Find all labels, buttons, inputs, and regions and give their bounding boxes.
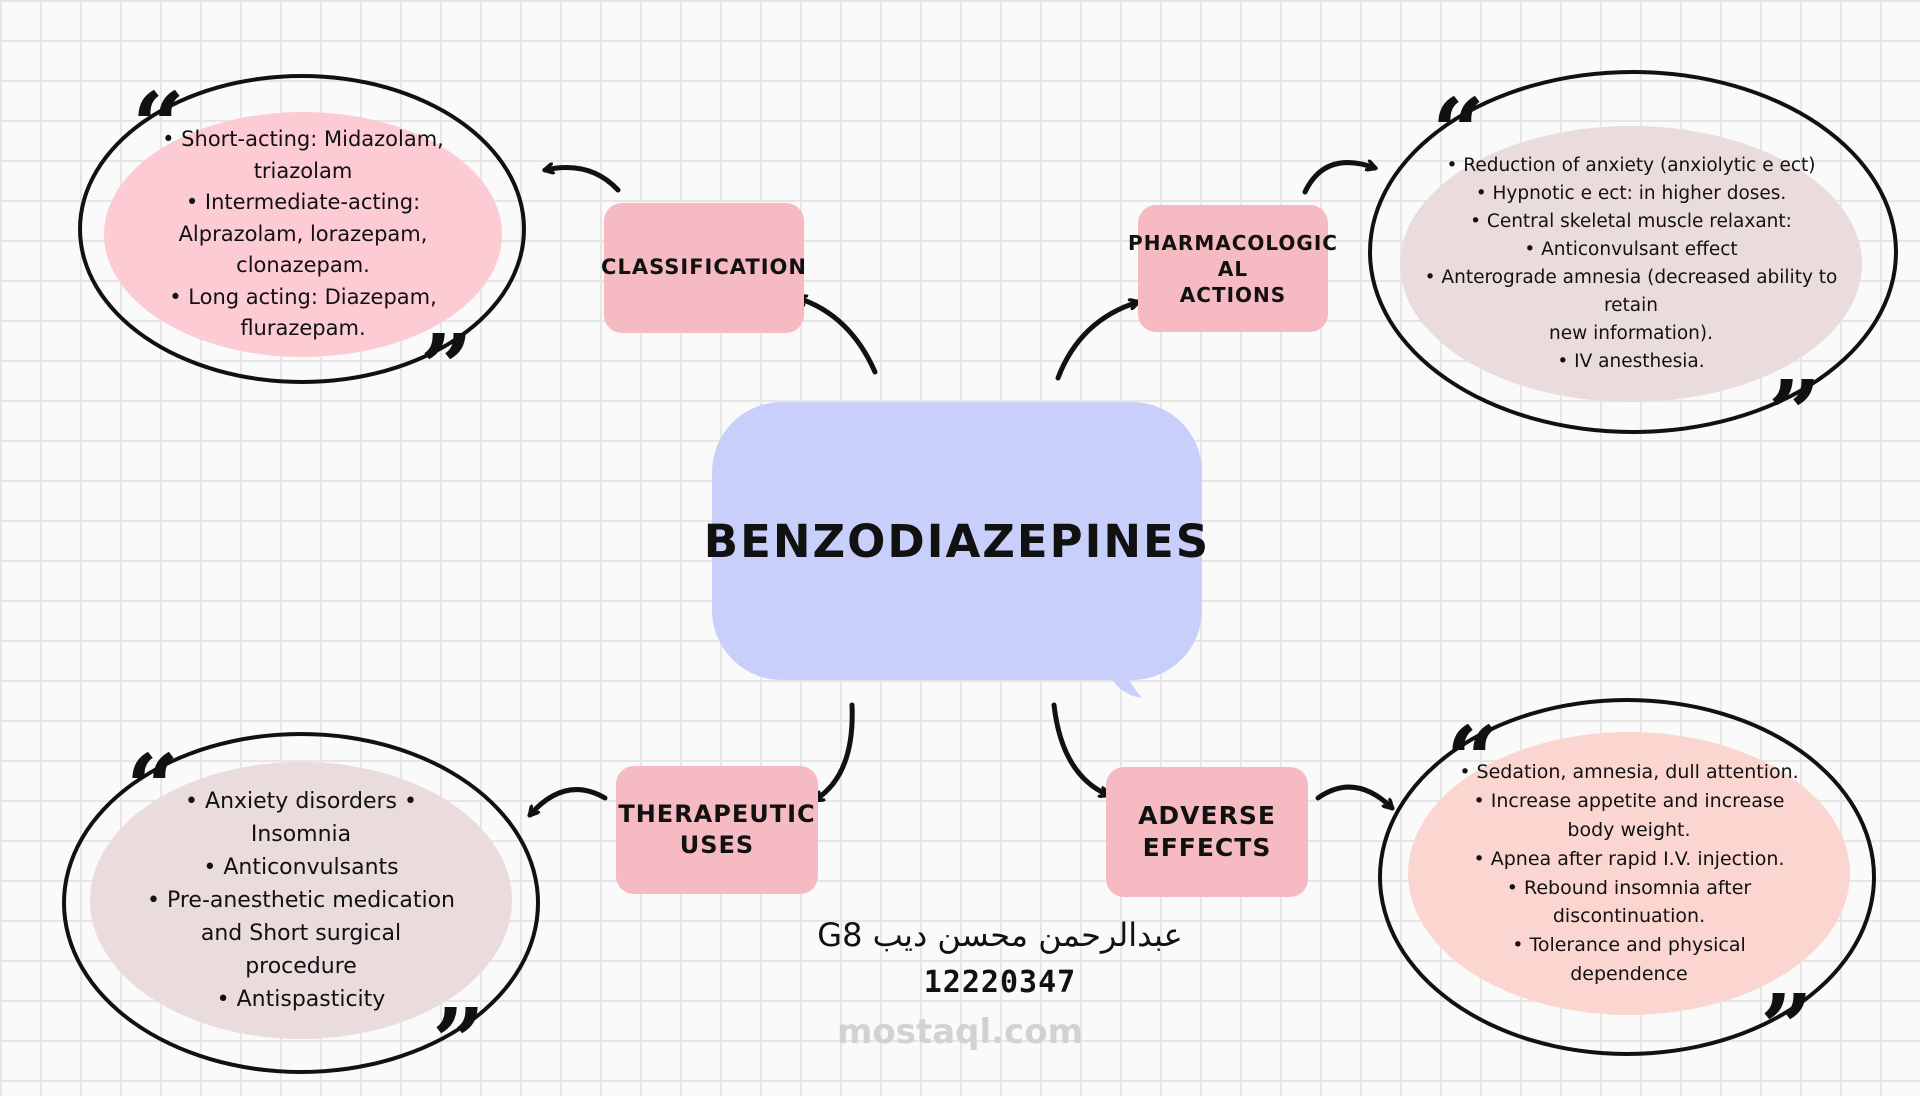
note-item: • Anticonvulsant effect bbox=[1524, 238, 1738, 260]
open-quote-icon: “ bbox=[126, 734, 179, 842]
note-item: • Short-acting: Midazolam, triazolam bbox=[162, 127, 444, 183]
pharmacological-note-ring bbox=[1368, 70, 1898, 434]
note-item: • Anxiety disorders • Insomnia bbox=[185, 789, 417, 847]
therapeutic-note-ring bbox=[62, 732, 540, 1074]
note-item: • IV anesthesia. bbox=[1557, 351, 1705, 373]
note-item: • Central skeletal muscle relaxant: bbox=[1470, 210, 1792, 232]
note-item: • Reduction of anxiety (anxiolytic e ect… bbox=[1446, 154, 1816, 176]
adverse-note-ring bbox=[1378, 698, 1876, 1056]
adverse-note-text: • Sedation, amnesia, dull attention. • I… bbox=[1449, 758, 1809, 989]
classification-note-ring bbox=[78, 74, 526, 384]
adverse-note: • Sedation, amnesia, dull attention. • I… bbox=[1408, 732, 1850, 1015]
note-item: • Increase appetite and increase body we… bbox=[1473, 789, 1785, 841]
topic-pharmacological-actions: PHARMACOLOGIC AL ACTIONS bbox=[1128, 205, 1337, 332]
note-item: • Anticonvulsants bbox=[203, 855, 399, 880]
classification-note-text: • Short-acting: Midazolam, triazolam • I… bbox=[153, 124, 453, 345]
open-quote-icon: “ bbox=[132, 72, 185, 180]
close-quote-icon: ” bbox=[1760, 974, 1813, 1082]
open-quote-icon: “ bbox=[1432, 78, 1485, 186]
topic-classification: CLASSIFICATION bbox=[601, 203, 806, 333]
open-quote-icon: “ bbox=[1446, 706, 1499, 814]
arrow-therapeutic-to-note bbox=[527, 787, 608, 815]
arrow-center-to-pharmacological bbox=[1055, 302, 1138, 381]
watermark: mostaql.com bbox=[836, 1012, 1084, 1052]
arrow-center-to-therapeutic bbox=[815, 702, 855, 803]
note-item: • Long acting: Diazepam, flurazepam. bbox=[169, 284, 437, 341]
center-title: BENZODIAZEPINES bbox=[703, 514, 1211, 568]
close-quote-icon: ” bbox=[420, 314, 473, 422]
arrow-center-to-adverse bbox=[1051, 702, 1108, 795]
therapeutic-note: • Anxiety disorders • Insomnia • Anticon… bbox=[90, 762, 512, 1039]
note-item: • Pre-anesthetic medication and Short su… bbox=[147, 888, 455, 979]
close-quote-icon: ” bbox=[1768, 360, 1821, 468]
arrow-adverse-to-note bbox=[1315, 784, 1395, 811]
note-item: • Rebound insomnia after discontinuation… bbox=[1506, 876, 1752, 928]
note-item: • Anterograde amnesia (decreased ability… bbox=[1424, 267, 1838, 345]
pharmacological-note-text: • Reduction of anxiety (anxiolytic e ect… bbox=[1421, 152, 1841, 377]
close-quote-icon: ” bbox=[432, 988, 485, 1096]
note-item: • Intermediate-acting: Alprazolam, loraz… bbox=[178, 190, 428, 278]
topic-adverse-effects: ADVERSE EFFECTS bbox=[1106, 767, 1308, 897]
arrow-classification-to-note bbox=[545, 168, 621, 193]
note-item: • Tolerance and physical dependence bbox=[1512, 934, 1746, 986]
author-name: عبدالرحمن محسن ديب G8 bbox=[817, 916, 1183, 954]
arrow-center-to-classification bbox=[798, 298, 878, 375]
note-item: • Sedation, amnesia, dull attention. bbox=[1459, 761, 1799, 783]
note-item: • Hypnotic e ect: in higher doses. bbox=[1475, 182, 1787, 204]
center-bubble: BENZODIAZEPINES bbox=[704, 402, 1208, 680]
note-item: • Apnea after rapid I.V. injection. bbox=[1473, 847, 1785, 870]
note-item: • Antispasticity bbox=[216, 987, 386, 1012]
student-id: 12220347 bbox=[923, 965, 1077, 1000]
pharmacological-note: • Reduction of anxiety (anxiolytic e ect… bbox=[1400, 126, 1862, 402]
classification-note: • Short-acting: Midazolam, triazolam • I… bbox=[104, 112, 502, 357]
arrow-pharmacological-to-note bbox=[1302, 163, 1375, 195]
topic-therapeutic-uses: THERAPEUTIC USES bbox=[616, 766, 818, 894]
therapeutic-note-text: • Anxiety disorders • Insomnia • Anticon… bbox=[136, 785, 466, 1016]
